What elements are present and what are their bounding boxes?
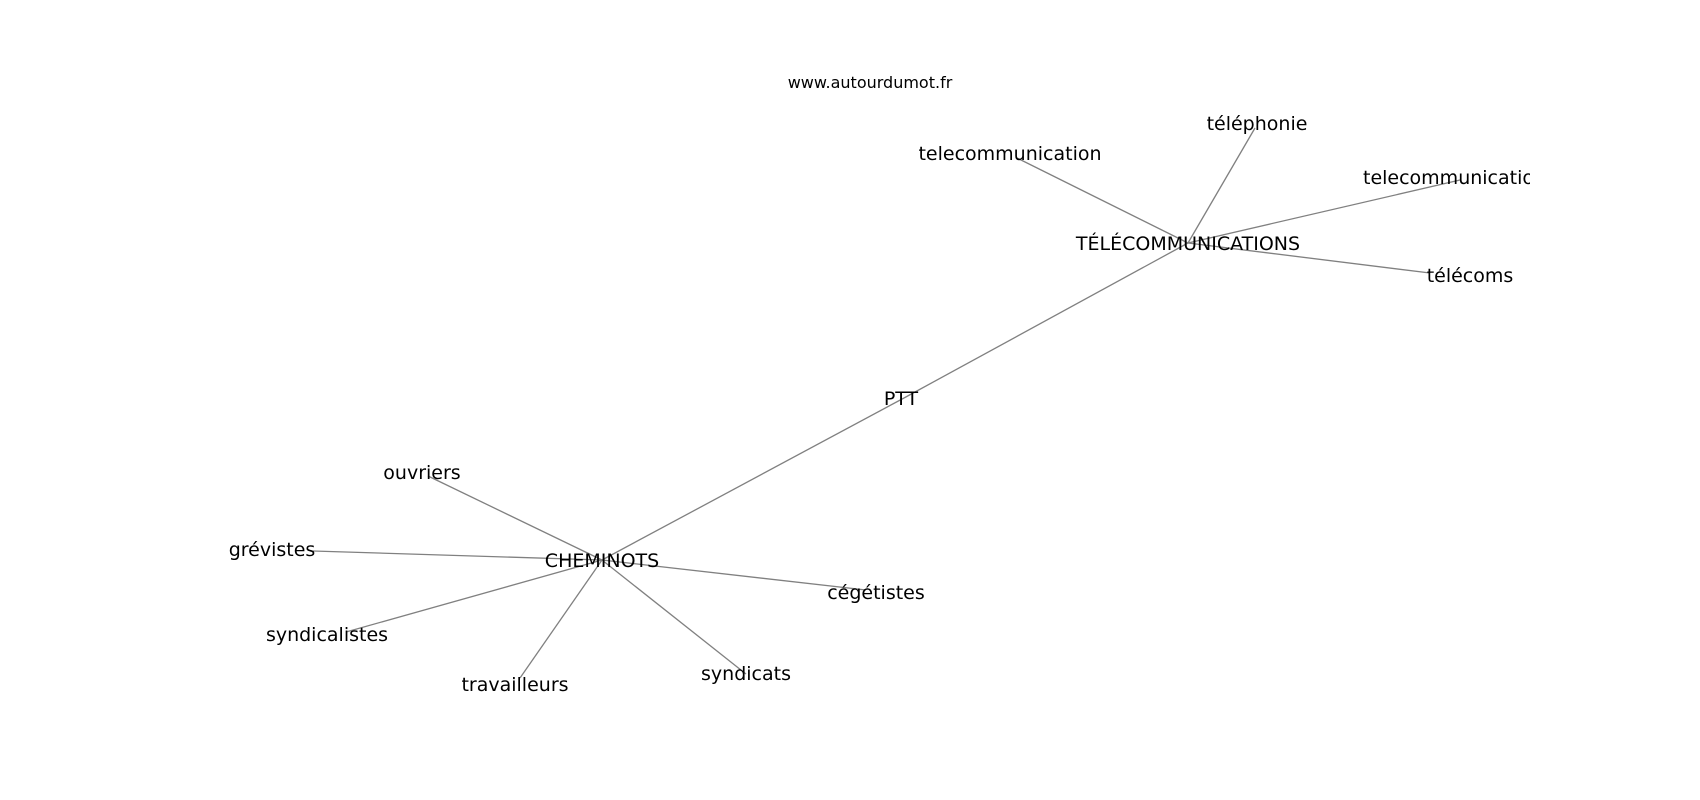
node-travailleurs: travailleurs: [461, 674, 568, 696]
edge-cheminots-travailleurs: [519, 559, 603, 679]
node-syndicalistes: syndicalistes: [266, 624, 388, 646]
node-telecoms: télécoms: [1427, 265, 1514, 287]
edge-telecommunications-telecommunication: [1016, 157, 1189, 244]
edge-telecommunications-telecoms: [1187, 242, 1431, 274]
node-telephonie: téléphonie: [1207, 113, 1308, 135]
edge-cheminots-grevistes: [312, 550, 603, 561]
edge-cheminots-syndicalistes: [345, 559, 603, 633]
node-telecommunication: telecommunication: [918, 143, 1101, 165]
site-url: www.autourdumot.fr: [788, 73, 953, 92]
node-ouvriers: ouvriers: [383, 462, 460, 484]
node-telecommunicatio: telecommunicatio: [1363, 167, 1534, 189]
node-syndicats: syndicats: [701, 663, 791, 685]
edge-telecommunications-telephonie: [1187, 127, 1256, 244]
node-cegetistes: cégétistes: [827, 582, 925, 604]
edge-ptt-telecommunications: [903, 242, 1189, 399]
edge-cheminots-syndicats: [601, 559, 747, 675]
edge-cheminots-cegetistes: [601, 559, 867, 591]
node-cheminots: CHEMINOTS: [545, 550, 659, 572]
node-telecommunications: TÉLÉCOMMUNICATIONS: [1075, 232, 1300, 255]
edge-ptt-cheminots: [601, 397, 905, 561]
graph-edges: [312, 127, 1461, 679]
node-ptt: PTT: [884, 388, 919, 410]
node-grevistes: grévistes: [229, 539, 316, 561]
edge-cheminots-ouvriers: [427, 475, 603, 561]
edge-telecommunications-telecommunicatio: [1187, 179, 1461, 244]
graph-nodes: PTT TÉLÉCOMMUNICATIONS telecommunication…: [229, 113, 1534, 696]
